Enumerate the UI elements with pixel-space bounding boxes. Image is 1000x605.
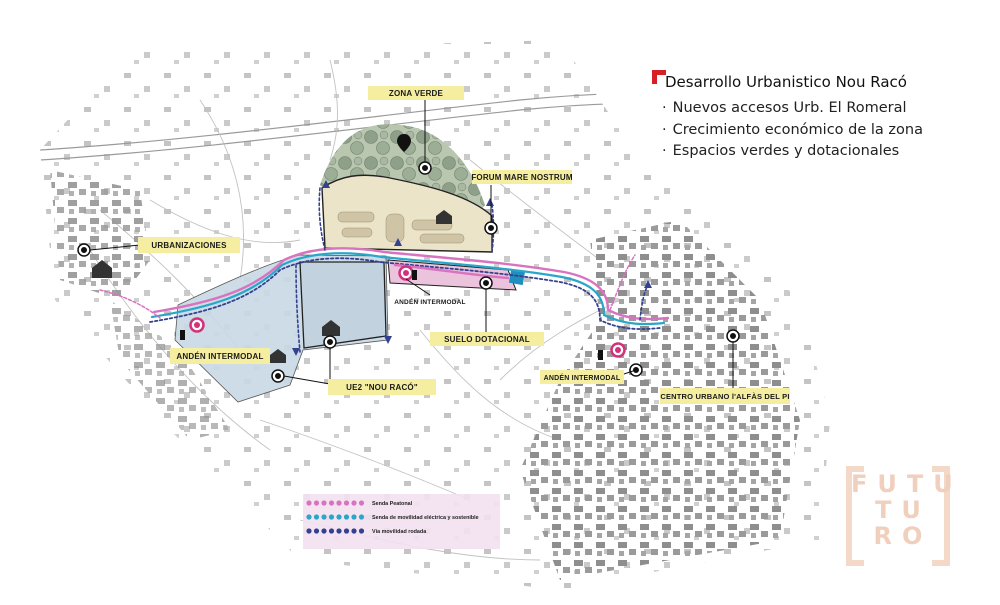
legend-dot — [306, 528, 312, 534]
ue2-inner-block[interactable] — [299, 261, 387, 349]
futuro-logo: FUTU TU RO — [846, 466, 953, 566]
svg-text:UE2 "NOU RACÓ": UE2 "NOU RACÓ" — [346, 383, 418, 392]
legend-item-pedestrian: Senda Peatonal — [306, 500, 413, 507]
legend-dot — [328, 500, 335, 506]
target-anden-left — [271, 369, 285, 383]
svg-text:Vía movilidad rodada: Vía movilidad rodada — [372, 529, 427, 535]
info-item: ·Espacios verdes y dotacionales — [662, 143, 900, 159]
legend-dot — [336, 514, 342, 520]
legend-dot — [343, 514, 350, 520]
legend-dot — [336, 500, 342, 506]
label-centro: CENTRO URBANO l'ALFÀS DEL PI — [660, 388, 790, 404]
mobility-routes[interactable] — [99, 187, 670, 353]
target-zona-verde — [418, 161, 432, 175]
legend-dot — [328, 528, 335, 534]
label-ue2: UE2 "NOU RACÓ" — [328, 379, 436, 395]
target-centro — [726, 329, 740, 343]
info-item: ·Crecimiento económico de la zona — [662, 121, 923, 138]
legend-dot — [351, 528, 357, 534]
legend-dot — [306, 500, 312, 506]
legend-dot — [358, 514, 365, 520]
legend-dot — [336, 528, 342, 534]
svg-text:ANDÉN INTERMODAL: ANDÉN INTERMODAL — [544, 373, 621, 382]
forum-buildings — [337, 211, 465, 244]
legend-dot — [343, 528, 350, 534]
svg-text:URBANIZACIONES: URBANIZACIONES — [151, 241, 227, 250]
legend-dot — [351, 514, 357, 520]
legend-dot — [306, 514, 312, 520]
route-road — [149, 257, 661, 330]
svg-text:SUELO DOTACIONAL: SUELO DOTACIONAL — [444, 335, 530, 344]
label-suelo: SUELO DOTACIONAL — [430, 332, 544, 346]
legend-dot — [313, 528, 320, 534]
legend-dot — [358, 528, 365, 534]
label-zona-verde: ZONA VERDE — [368, 86, 464, 100]
label-forum: FORUM MARE NOSTRUM — [471, 170, 573, 184]
legend-dot — [343, 500, 350, 506]
legend-item-electric: Senda de movilidad eléctrica y sostenibl… — [306, 514, 479, 521]
brand-flag-icon — [652, 70, 666, 84]
target-markers[interactable] — [77, 161, 740, 383]
svg-text:ANDÉN INTERMODAL: ANDÉN INTERMODAL — [394, 297, 465, 306]
legend-dot — [313, 514, 320, 520]
svg-text:Senda Peatonal: Senda Peatonal — [372, 501, 413, 507]
logo-line-3: RO — [873, 522, 933, 550]
house-icon — [92, 210, 452, 363]
legend-dot — [358, 500, 365, 506]
target-forum — [484, 221, 498, 235]
svg-text:CENTRO URBANO l'ALFÀS DEL PI: CENTRO URBANO l'ALFÀS DEL PI — [660, 392, 789, 401]
flow-arrows — [292, 180, 652, 356]
legend-dot — [321, 528, 327, 534]
legend: Senda Peatonal Senda de movilidad eléctr… — [303, 494, 500, 549]
info-item: ·Nuevos accesos Urb. El Romeral — [662, 100, 907, 116]
map-labels: ZONA VERDE FORUM MARE NOSTRUM URBANIZACI… — [138, 86, 790, 404]
route-electric — [150, 252, 666, 326]
svg-text:FORUM MARE NOSTRUM: FORUM MARE NOSTRUM — [471, 173, 573, 182]
label-anden-left: ANDÉN INTERMODAL — [170, 348, 270, 364]
info-list: ·Nuevos accesos Urb. El Romeral ·Crecimi… — [662, 98, 923, 163]
route-pedestrian — [152, 247, 670, 321]
logo-bracket-right — [932, 466, 950, 566]
svg-text:ZONA VERDE: ZONA VERDE — [389, 89, 444, 98]
label-anden-right: ANDÉN INTERMODAL — [540, 370, 624, 384]
label-urbanizaciones: URBANIZACIONES — [138, 237, 240, 253]
logo-line-1: FUTU — [851, 470, 963, 498]
legend-dot — [321, 500, 327, 506]
station-markers[interactable] — [189, 265, 626, 358]
map-pin-icon — [397, 134, 411, 152]
target-suelo — [479, 276, 493, 290]
legend-item-road: Vía movilidad rodada — [306, 528, 427, 535]
blue-marker — [508, 268, 526, 286]
ev-charger-icon — [180, 270, 603, 360]
target-urbanizaciones — [77, 243, 91, 257]
logo-bracket-left — [846, 466, 864, 566]
svg-text:ANDÉN INTERMODAL: ANDÉN INTERMODAL — [176, 352, 263, 361]
label-anden-top: ANDÉN INTERMODAL — [394, 297, 465, 306]
target-ue2 — [323, 335, 337, 349]
legend-dot — [321, 514, 327, 520]
logo-line-2: TU — [875, 496, 931, 524]
legend-dot — [351, 500, 357, 506]
info-title: Desarrollo Urbanistico Nou Racó — [665, 73, 907, 91]
legend-dot — [313, 500, 320, 506]
svg-text:Senda de movilidad eléctrica y: Senda de movilidad eléctrica y sostenibl… — [372, 515, 479, 521]
legend-dot — [328, 514, 335, 520]
leader-lines — [89, 100, 734, 388]
